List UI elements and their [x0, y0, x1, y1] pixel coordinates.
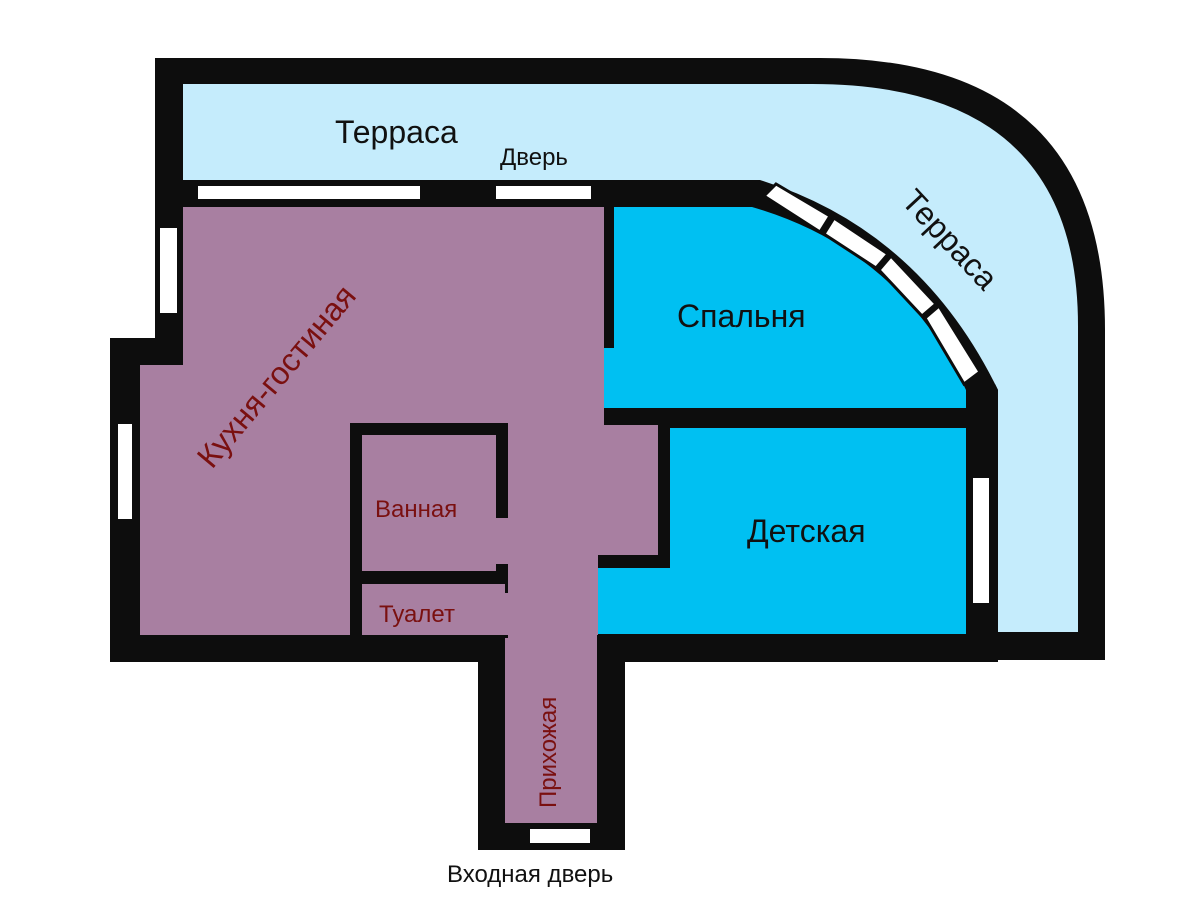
terrace-top-label: Терраса — [335, 114, 458, 150]
window-entrance — [530, 829, 590, 843]
window-bedroom-curved — [761, 182, 982, 387]
entrance-door-label: Входная дверь — [447, 861, 613, 888]
window-right-nursery — [973, 478, 989, 603]
bedroom-label: Спальня — [677, 298, 806, 334]
nursery-label: Детская — [747, 513, 866, 549]
window-top-left — [198, 186, 420, 199]
hallway-label: Прихожая — [535, 697, 562, 808]
door-label: Дверь — [500, 144, 568, 171]
kitchen-living-room — [140, 207, 658, 635]
bathroom-door-gap — [494, 518, 514, 564]
terrace-area — [183, 84, 1078, 632]
hallway-room — [505, 570, 597, 823]
nursery-room — [598, 428, 966, 634]
window-door-top — [496, 186, 591, 199]
toilet-room — [362, 584, 505, 635]
toilet-door-gap — [496, 593, 516, 635]
window-left-upper — [160, 228, 177, 313]
bathroom-room — [362, 435, 496, 571]
bathroom-label: Ванная — [375, 496, 457, 523]
toilet-label: Туалет — [379, 601, 455, 628]
bedroom-room — [604, 207, 966, 408]
window-left-lower — [118, 424, 132, 519]
